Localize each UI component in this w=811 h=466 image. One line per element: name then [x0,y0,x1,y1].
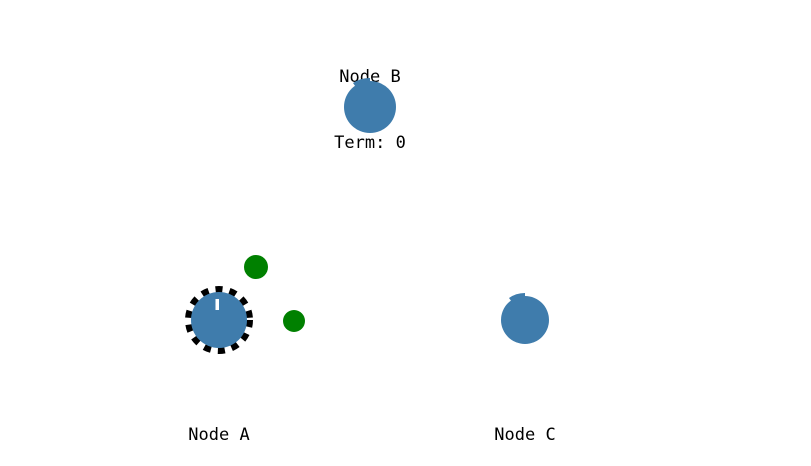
node-b-circle[interactable] [344,77,396,133]
node-b-circle-fill[interactable] [344,81,396,133]
node-c-label: Node C Term: 0 [425,380,625,466]
node-a-circle-fill[interactable] [191,292,247,348]
node-c-circle-fill[interactable] [501,296,549,344]
node-b-term: Term: 0 [334,133,406,153]
message-dot-1[interactable] [244,255,268,279]
node-a-label: Node A Term: 1 Vote Count: 1 [119,380,319,466]
node-c-timer-wedge-icon [509,292,525,320]
node-b-label: Node B Term: 0 [270,22,470,198]
node-c-circle[interactable] [501,292,549,344]
node-a-name: Node A [188,425,250,445]
message-dot-2[interactable] [283,310,305,332]
node-a-leader-ring-icon [185,286,253,354]
node-b-timer-wedge-icon [353,77,370,107]
node-c-name: Node C [494,425,556,445]
node-a-circle[interactable] [185,286,253,354]
node-a-timer-hand-icon [215,299,219,310]
node-b-name: Node B [339,67,401,87]
